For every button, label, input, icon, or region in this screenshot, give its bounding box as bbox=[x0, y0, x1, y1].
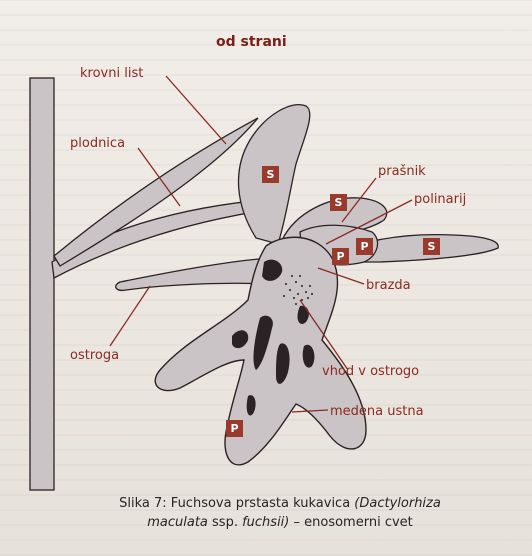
caption-prefix: Slika 7: Fuchsova prstasta kukavica bbox=[119, 496, 354, 511]
label-plodnica: plodnica bbox=[70, 136, 125, 151]
caption-suffix: – enosomerni cvet bbox=[289, 515, 412, 530]
spur-shape bbox=[116, 258, 270, 290]
label-medena-ustna: medena ustna bbox=[330, 404, 424, 419]
label-prasnik: prašnik bbox=[378, 164, 426, 179]
diagram-title: od strani bbox=[216, 34, 287, 50]
figure-caption: Slika 7: Fuchsova prstasta kukavica (Dac… bbox=[70, 494, 490, 532]
label-polinarij: polinarij bbox=[414, 192, 466, 207]
sepal-badge: S bbox=[330, 194, 347, 211]
label-brazda: brazda bbox=[366, 278, 411, 293]
caption-species: maculata bbox=[147, 515, 208, 530]
label-ostroga: ostroga bbox=[70, 348, 119, 363]
label-vhod-v-ostrogo: vhod v ostrogo bbox=[322, 364, 419, 379]
stem bbox=[30, 78, 54, 490]
sepal-badge: S bbox=[262, 166, 279, 183]
caption-subspecies: fuchsii) bbox=[242, 515, 289, 530]
sepal-badge: S bbox=[423, 238, 440, 255]
caption-genus: (Dactylorhiza bbox=[354, 496, 441, 511]
petal-badge: P bbox=[332, 248, 349, 265]
label-krovni-list: krovni list bbox=[80, 66, 143, 81]
petal-badge: P bbox=[356, 238, 373, 255]
caption-middle: ssp. bbox=[208, 515, 242, 530]
petal-badge: P bbox=[226, 420, 243, 437]
